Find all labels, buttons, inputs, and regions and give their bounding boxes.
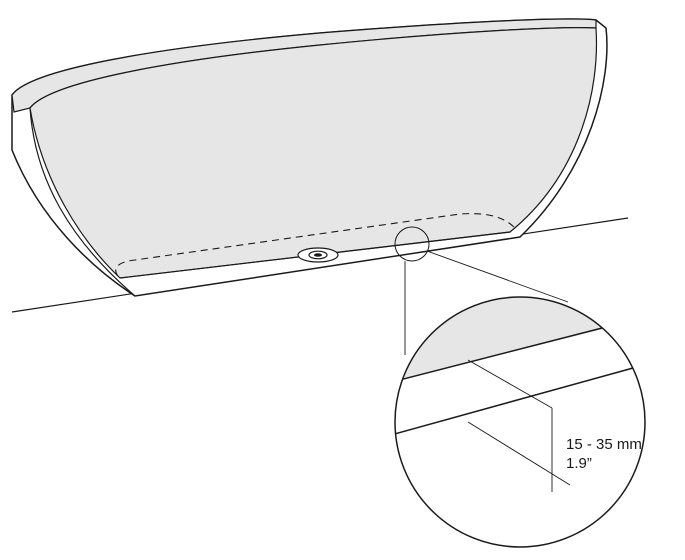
- inner-lip-left: [29, 107, 136, 297]
- dimension-imperial-label: 1.9”: [566, 455, 592, 472]
- magnified-detail: [394, 296, 646, 548]
- base-dashed-outline: [115, 213, 516, 277]
- detail-marker-circle: [394, 226, 430, 262]
- dimension-range-label: 15 - 35 mm: [566, 436, 642, 453]
- leader-line-right: [426, 250, 569, 303]
- dimension-indicator: [467, 359, 571, 492]
- inner-shell: [29, 27, 598, 279]
- mounting-hole-icon: [297, 247, 339, 263]
